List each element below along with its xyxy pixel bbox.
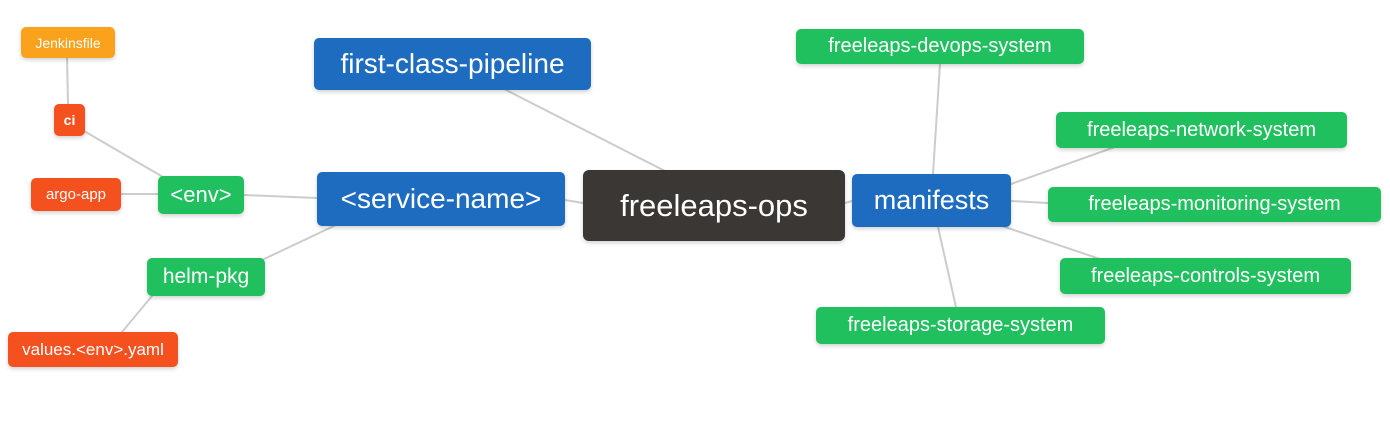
edge-service-name-ops	[564, 199, 584, 204]
edge-helm-pkg-service-name	[261, 224, 337, 261]
node-values-env-yaml[interactable]: values.<env>.yaml	[8, 332, 178, 367]
node-jenkinsfile[interactable]: Jenkinsfile	[21, 27, 115, 58]
edge-env-service-name	[243, 194, 318, 199]
edge-manifests-monitoring	[1010, 200, 1049, 204]
node-freeleaps-storage-system[interactable]: freeleaps-storage-system	[816, 307, 1105, 344]
node-manifests[interactable]: manifests	[852, 174, 1011, 227]
node-freeleaps-monitoring-system[interactable]: freeleaps-monitoring-system	[1048, 187, 1381, 222]
edge-manifests-storage	[937, 226, 957, 308]
node-freeleaps-ops-root[interactable]: freeleaps-ops	[583, 170, 845, 241]
node-freeleaps-devops-system[interactable]: freeleaps-devops-system	[796, 29, 1084, 64]
node-freeleaps-network-system[interactable]: freeleaps-network-system	[1056, 112, 1347, 148]
node-helm-pkg[interactable]: helm-pkg	[147, 258, 265, 296]
node-freeleaps-controls-system[interactable]: freeleaps-controls-system	[1060, 258, 1351, 294]
edge-jenkinsfile-ci	[66, 56, 69, 105]
edge-ops-manifests	[844, 200, 853, 204]
edge-manifests-devops	[932, 63, 941, 175]
node-service-name[interactable]: <service-name>	[317, 172, 565, 226]
edge-manifests-network	[1010, 146, 1116, 185]
edge-ci-env	[83, 130, 164, 178]
node-ci[interactable]: ci	[54, 104, 85, 136]
node-first-class-pipeline[interactable]: first-class-pipeline	[314, 38, 591, 90]
node-env[interactable]: <env>	[158, 176, 244, 214]
edge-manifests-controls	[1001, 225, 1101, 260]
edge-pipeline-ops	[501, 87, 668, 173]
edge-values-helm-pkg	[121, 295, 153, 333]
node-argo-app[interactable]: argo-app	[31, 178, 121, 211]
